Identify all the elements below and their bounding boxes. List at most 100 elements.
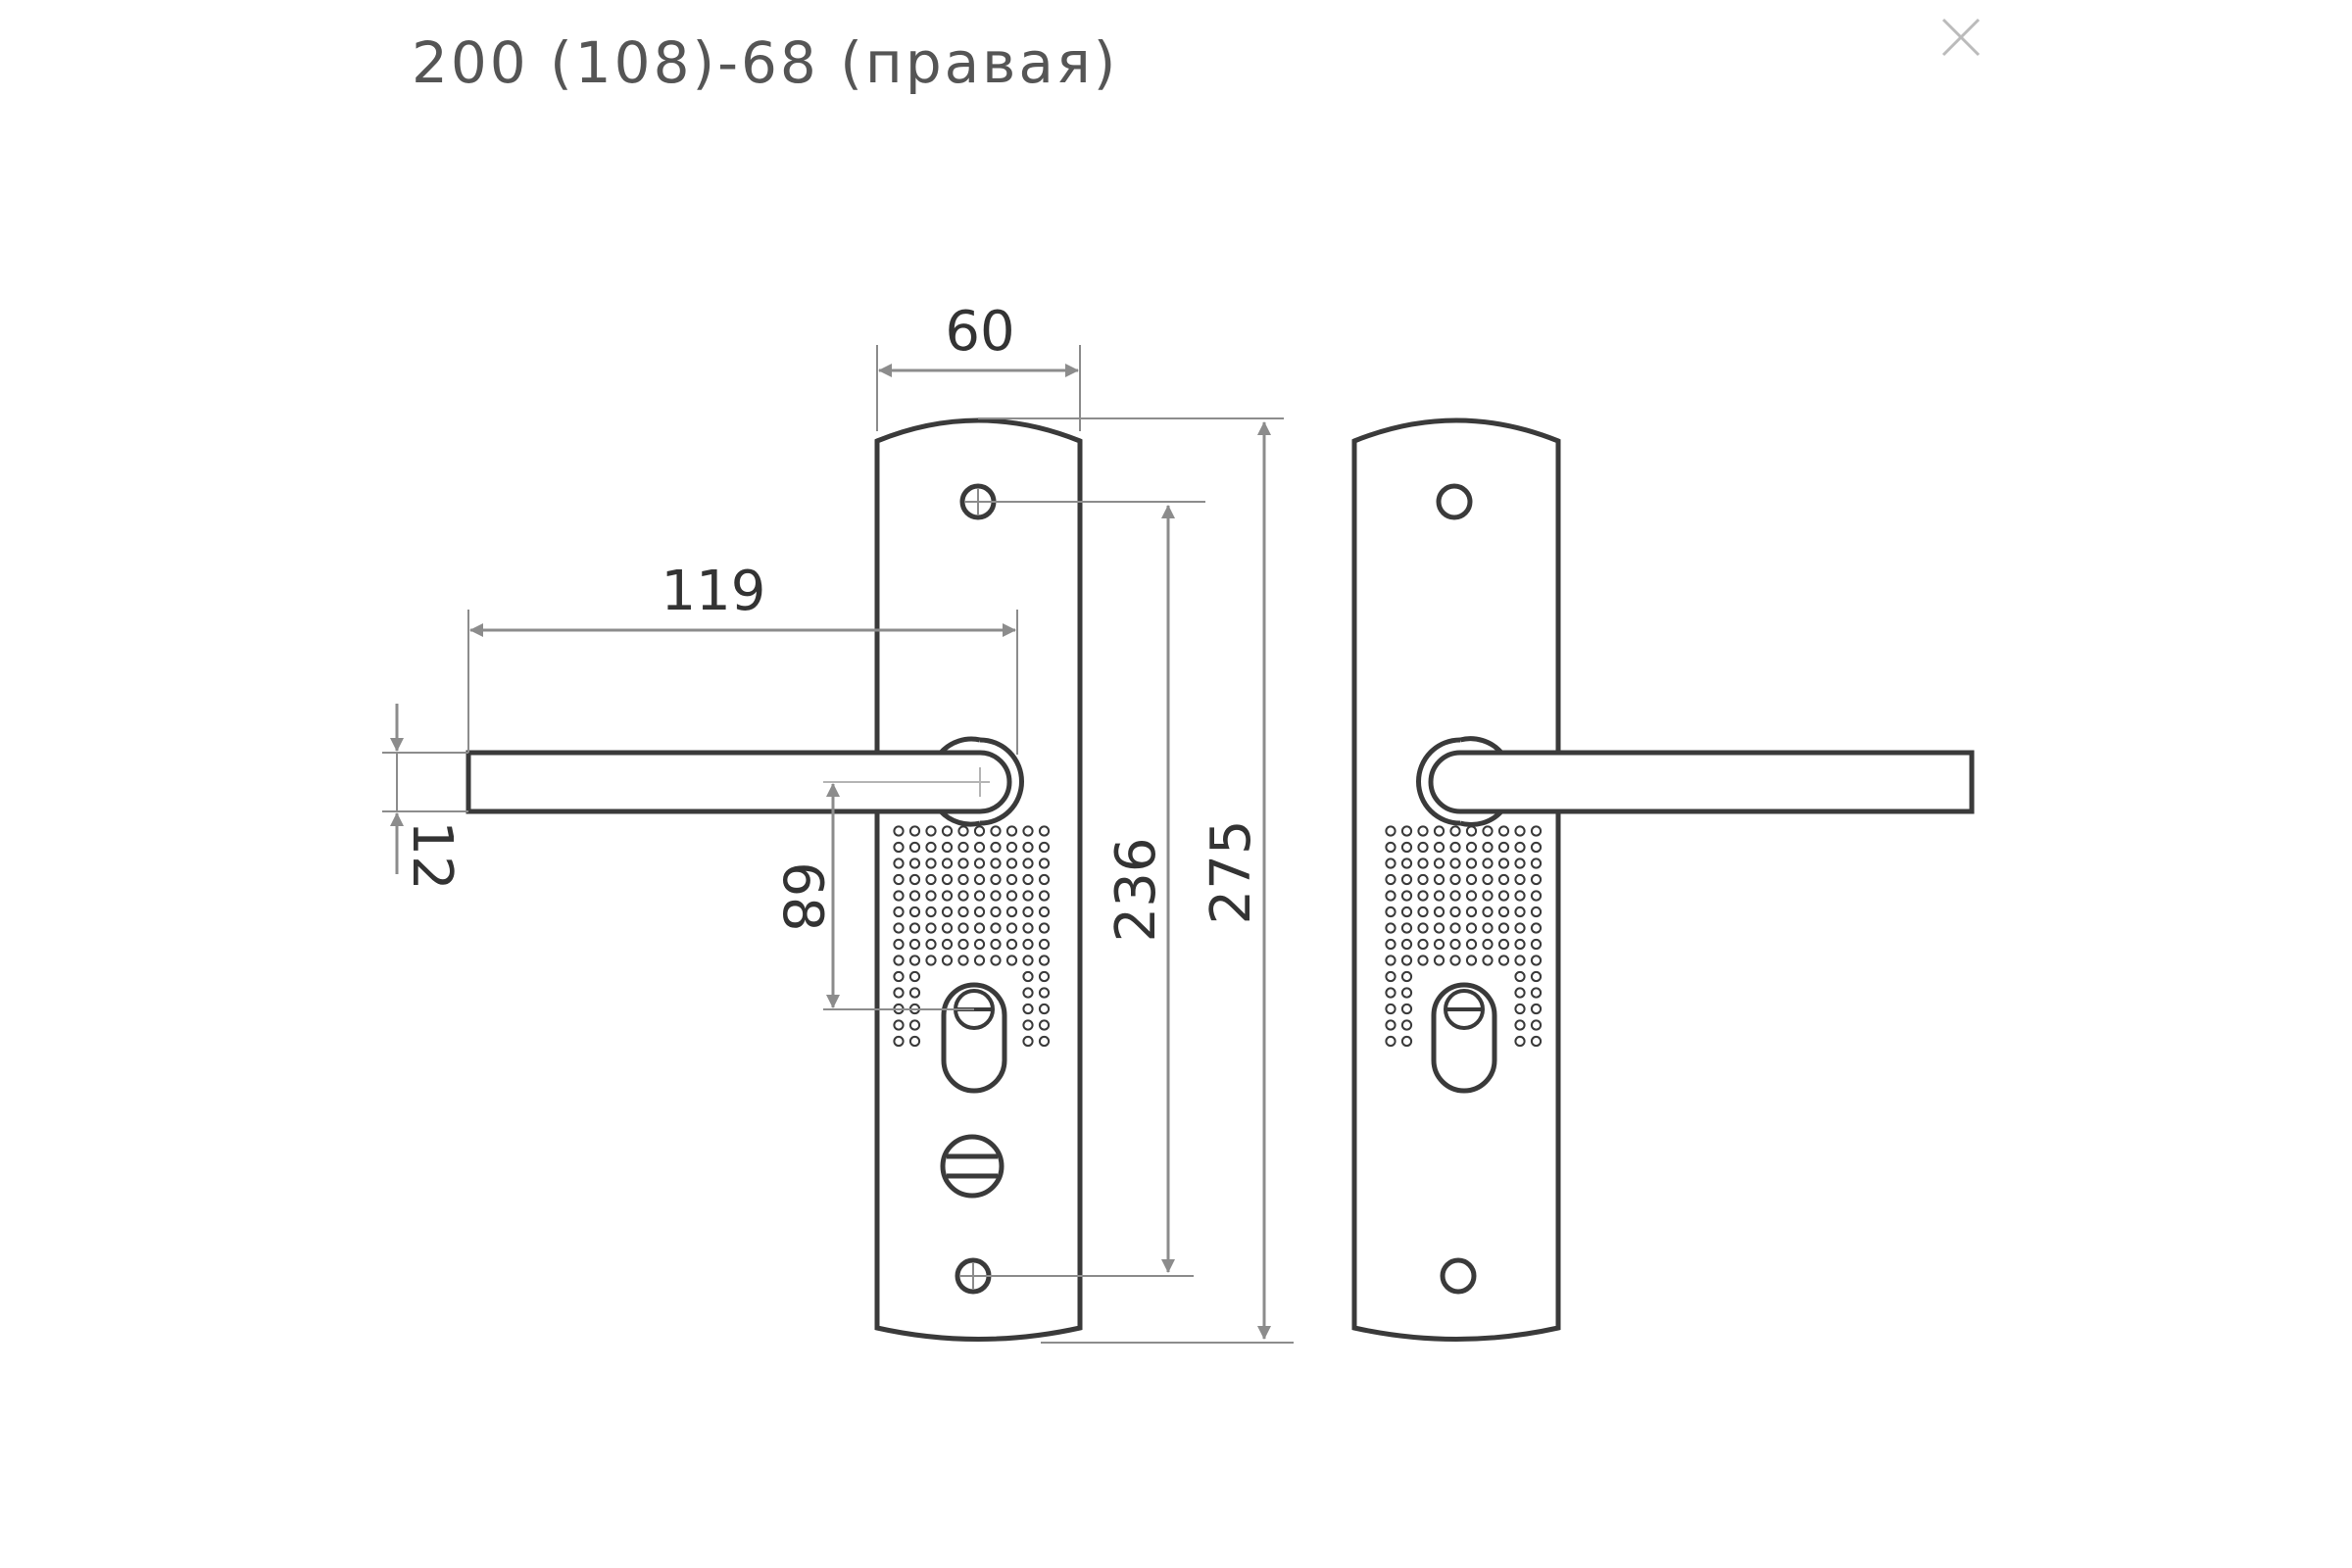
pattern-dot: [941, 938, 954, 951]
pattern-dot: [1022, 825, 1034, 837]
pattern-dot: [1449, 825, 1461, 837]
pattern-dot: [1400, 906, 1413, 918]
pattern-dot: [925, 858, 937, 869]
pattern-dot: [973, 825, 986, 837]
pattern-dot: [1530, 938, 1543, 951]
pattern-dot: [1417, 890, 1429, 902]
close-button[interactable]: [1936, 12, 1986, 63]
pattern-dot: [1514, 1003, 1526, 1015]
pattern-dot: [1400, 922, 1413, 934]
pattern-dot: [1482, 890, 1494, 902]
pattern-dot: [1417, 906, 1429, 918]
pattern-dot: [1465, 938, 1478, 951]
pattern-dot: [1038, 906, 1051, 918]
pattern-dot: [1497, 825, 1510, 837]
pattern-dot: [1385, 890, 1396, 902]
dim-label-60: 60: [945, 300, 1014, 364]
pattern-dot: [1417, 825, 1429, 837]
pattern-dot: [1530, 825, 1543, 837]
pattern-dot: [1449, 858, 1461, 869]
pattern-dot: [1497, 922, 1510, 934]
pattern-dot: [1433, 890, 1446, 902]
pattern-dot: [1022, 987, 1034, 999]
pattern-dot: [941, 955, 954, 966]
pattern-dot: [1400, 825, 1413, 837]
page-title: 200 (108)-68 (правая): [412, 29, 1119, 96]
pattern-dot: [908, 1019, 921, 1031]
pattern-dot: [1514, 938, 1526, 951]
pattern-dot: [990, 825, 1002, 837]
pattern-dot: [1497, 890, 1510, 902]
pattern-dot: [1038, 858, 1051, 869]
cylinder-keyhole: [941, 982, 1007, 1094]
pattern-dot: [893, 1035, 905, 1048]
pattern-dot: [1385, 938, 1396, 951]
pattern-dot: [1530, 841, 1543, 854]
pattern-dot: [1449, 890, 1461, 902]
pattern-dot: [941, 906, 954, 918]
pattern-dot: [893, 906, 905, 918]
pattern-dot: [1400, 1003, 1413, 1015]
pattern-dot: [1417, 841, 1429, 854]
pattern-dot: [908, 970, 921, 983]
pattern-dot: [1514, 1019, 1526, 1031]
pattern-dot: [1038, 922, 1051, 934]
pattern-dot: [908, 825, 921, 837]
pattern-dot: [957, 890, 969, 902]
pattern-dot: [1005, 938, 1018, 951]
bottom-screw-hole-back: [1440, 1257, 1477, 1295]
dimension-handle-length: 119: [467, 560, 1018, 755]
pattern-dot: [1385, 873, 1396, 886]
dimension-screw-spacing: 236: [975, 501, 1205, 1277]
pattern-dot: [908, 987, 921, 999]
pattern-dot: [1497, 906, 1510, 918]
pattern-dot: [1005, 922, 1018, 934]
pattern-dot: [1038, 938, 1051, 951]
pattern-dot: [1449, 955, 1461, 966]
pattern-dot: [1022, 922, 1034, 934]
pattern-dot: [1433, 906, 1446, 918]
pattern-dot: [941, 873, 954, 886]
pattern-dot: [1038, 890, 1051, 902]
pattern-dot: [990, 890, 1002, 902]
pattern-dot: [957, 873, 969, 886]
pattern-dot: [1417, 922, 1429, 934]
pattern-dot: [1433, 955, 1446, 966]
pattern-dot: [1385, 1003, 1396, 1015]
pattern-dot: [1449, 906, 1461, 918]
pattern-dot: [1038, 825, 1051, 837]
pattern-dot: [973, 906, 986, 918]
thumbturn-knob: [940, 1134, 1004, 1199]
dimension-spindle-cylinder: 68: [770, 783, 974, 1010]
pattern-dot: [925, 955, 937, 966]
pattern-dot: [1400, 858, 1413, 869]
pattern-dot: [893, 922, 905, 934]
pattern-dot: [1497, 841, 1510, 854]
pattern-dot: [893, 987, 905, 999]
pattern-dot: [893, 970, 905, 983]
pattern-dot: [1417, 873, 1429, 886]
pattern-dot: [1433, 873, 1446, 886]
pattern-dot: [1465, 890, 1478, 902]
pattern-dot: [1038, 970, 1051, 983]
pattern-dot: [1482, 906, 1494, 918]
pattern-dot: [1038, 987, 1051, 999]
pattern-dot: [973, 938, 986, 951]
pattern-dot: [1482, 922, 1494, 934]
pattern-dot: [1038, 841, 1051, 854]
back-plate: [1351, 417, 1975, 1342]
pattern-dot: [1038, 873, 1051, 886]
lever-handle: [466, 750, 1012, 814]
pattern-dot: [908, 890, 921, 902]
pattern-dot: [1385, 841, 1396, 854]
pattern-dot: [1514, 858, 1526, 869]
pattern-dot: [908, 873, 921, 886]
pattern-dot: [1530, 1019, 1543, 1031]
pattern-dot: [1433, 938, 1446, 951]
dim-label-68: 68: [770, 861, 834, 931]
pattern-dot: [973, 955, 986, 966]
dim-label-236: 236: [1104, 838, 1168, 943]
pattern-dot: [1005, 858, 1018, 869]
pattern-dot: [1530, 987, 1543, 999]
pattern-dot: [925, 890, 937, 902]
